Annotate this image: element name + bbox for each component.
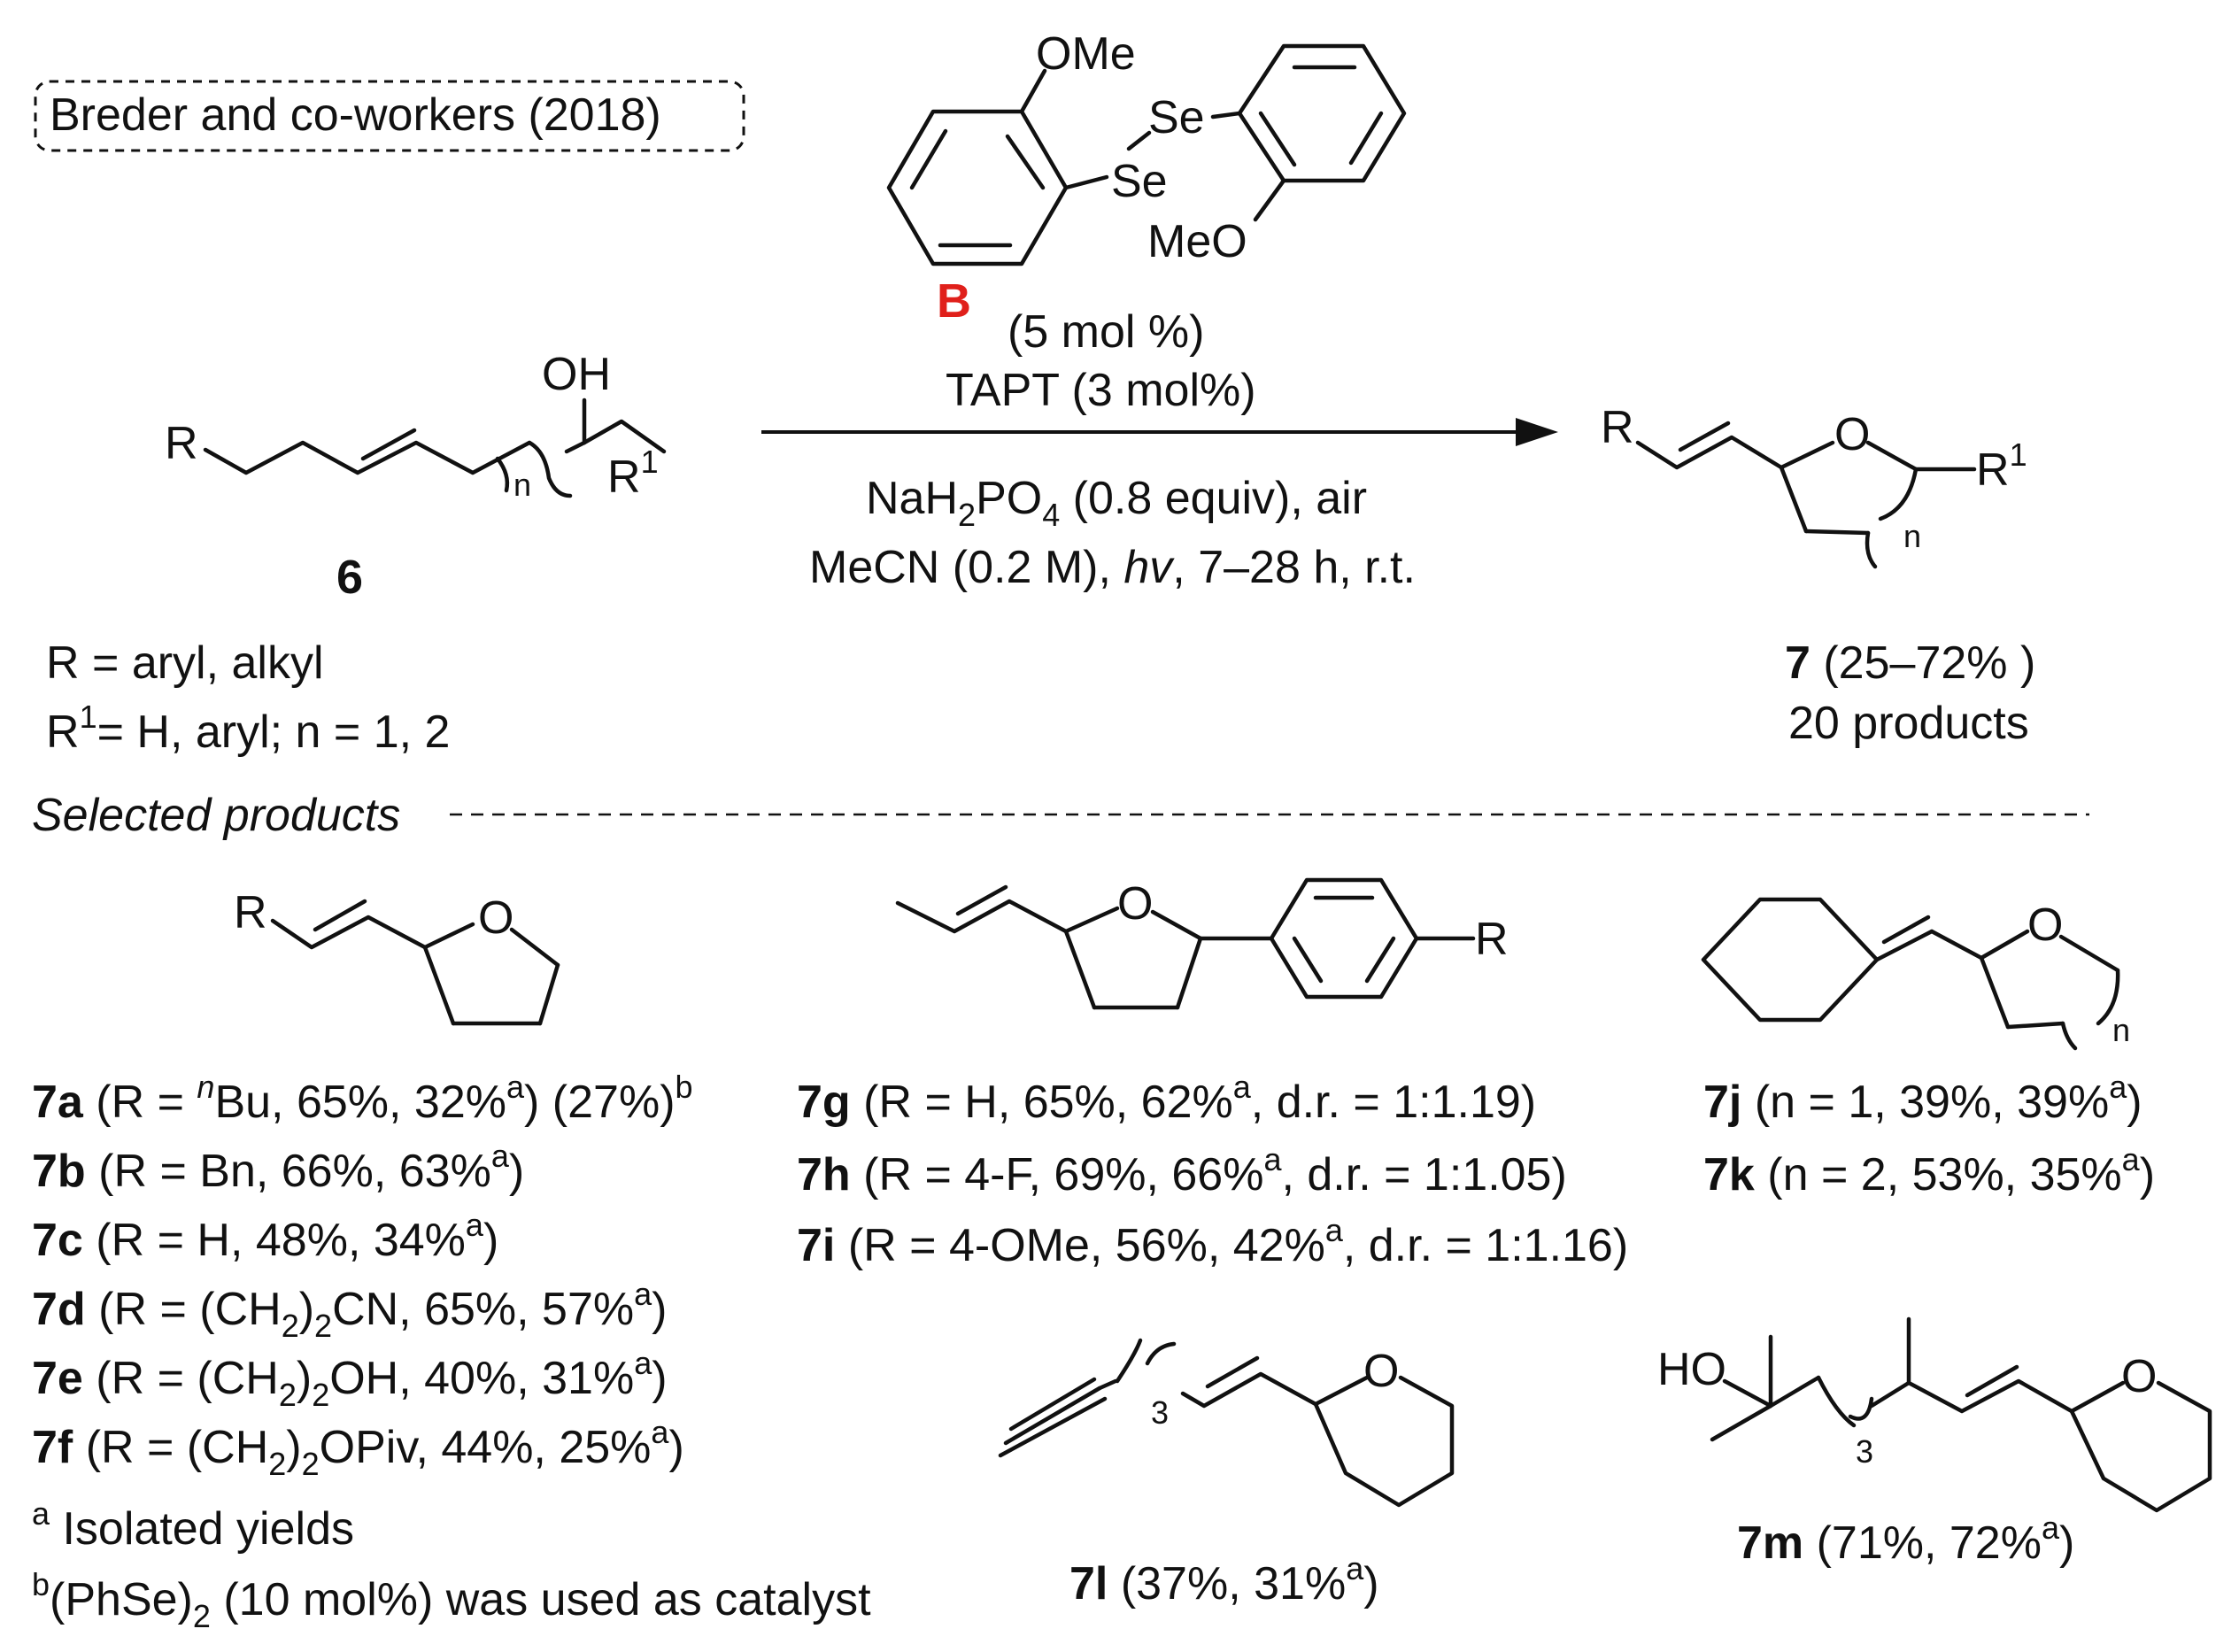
group3-o-label: O bbox=[2027, 899, 2063, 951]
product-n-label: n bbox=[1903, 518, 1921, 554]
row-7i: 7i (R = 4-OMe, 56%, 42%a, d.r. = 1:1.16) bbox=[797, 1212, 1628, 1271]
row-7b: 7b (R = Bn, 66%, 63%a) bbox=[32, 1138, 524, 1197]
group2-o-label: O bbox=[1117, 878, 1153, 930]
catalyst-label: B bbox=[937, 274, 971, 328]
group1-o-label: O bbox=[478, 892, 513, 944]
product-7m-structure: HO 3 O bbox=[1657, 1316, 2212, 1513]
row-7d: 7d (R = (CH2)2CN, 65%, 57%a) bbox=[32, 1276, 667, 1344]
catalyst-B-structure: OMe Se Se MeO bbox=[886, 28, 1407, 267]
product-7l-structure: 3 O bbox=[998, 1338, 1455, 1508]
row-7j: 7j (n = 1, 39%, 39%a) bbox=[1703, 1069, 2142, 1128]
product-r-label: R bbox=[1601, 402, 1634, 453]
catalyst-se-label-1: Se bbox=[1111, 156, 1168, 207]
substrate-r-label: R bbox=[165, 418, 198, 469]
row-7h: 7h (R = 4-F, 69%, 66%a, d.r. = 1:1.05) bbox=[797, 1141, 1567, 1200]
substrate-definition-1: R = aryl, alkyl bbox=[46, 637, 324, 689]
group3-n-label: n bbox=[2112, 1012, 2130, 1048]
product-7m-o-label: O bbox=[2121, 1351, 2157, 1402]
product-count: 20 products bbox=[1788, 698, 2029, 749]
product-7l-sub: 3 bbox=[1151, 1394, 1169, 1431]
row-7l: 7l (37%, 31%a) bbox=[1069, 1550, 1379, 1610]
group1-r-label: R bbox=[234, 887, 267, 938]
condition-solvent: MeCN (0.2 M), hv, 7–28 h, r.t. bbox=[809, 542, 1416, 593]
row-7k: 7k (n = 2, 53%, 35%a) bbox=[1703, 1141, 2155, 1200]
substrate-r1-label: R1 bbox=[607, 444, 659, 503]
reaction-arrowhead bbox=[1516, 418, 1558, 446]
substrate-definition-2: R1= H, aryl; n = 1, 2 bbox=[46, 699, 450, 758]
product-r1-label: R1 bbox=[1976, 436, 2027, 496]
row-7g: 7g (R = H, 65%, 62%a, d.r. = 1:1.19) bbox=[797, 1069, 1536, 1128]
catalyst-meo-label: MeO bbox=[1147, 216, 1247, 267]
citation-box bbox=[34, 80, 745, 152]
footnote-b: b(PhSe)2 (10 mol%) was used as catalyst bbox=[32, 1566, 871, 1634]
group2-r-label: R bbox=[1475, 914, 1509, 965]
catalyst-ome-label: OMe bbox=[1036, 28, 1136, 80]
product-7m-ho-label: HO bbox=[1657, 1344, 1726, 1395]
row-7e: 7e (R = (CH2)2OH, 40%, 31%a) bbox=[32, 1345, 668, 1413]
condition-photocatalyst: TAPT (3 mol%) bbox=[946, 365, 1256, 416]
substrate-number: 6 bbox=[336, 551, 363, 604]
product-7-structure: R O R1 n bbox=[1601, 402, 2027, 569]
citation-text: Breder and co-workers (2018) bbox=[50, 89, 661, 141]
catalyst-loading: (5 mol %) bbox=[1008, 306, 1204, 358]
substrate-n-label: n bbox=[513, 467, 531, 503]
group1-structure: R O bbox=[234, 887, 560, 1026]
footnote-a: a Isolated yields bbox=[32, 1495, 354, 1555]
row-7f: 7f (R = (CH2)2OPiv, 44%, 25%a) bbox=[32, 1414, 684, 1482]
group2-structure: O R bbox=[895, 877, 1509, 1010]
row-7a: 7a (R = nBu, 65%, 32%a) (27%)b bbox=[32, 1069, 693, 1128]
row-7m: 7m (71%, 72%a) bbox=[1737, 1509, 2074, 1569]
product-o-label: O bbox=[1834, 409, 1870, 460]
group3-structure: O n bbox=[1701, 897, 2130, 1051]
product-summary: 7 (25–72% ) bbox=[1785, 637, 2035, 689]
row-7c: 7c (R = H, 48%, 34%a) bbox=[32, 1207, 498, 1266]
condition-reagent: NaH2PO4 (0.8 equiv), air bbox=[866, 473, 1367, 533]
catalyst-se-label-2: Se bbox=[1148, 92, 1205, 143]
selected-products-heading: Selected products bbox=[32, 790, 400, 841]
substrate-oh-label: OH bbox=[542, 349, 611, 400]
product-7l-o-label: O bbox=[1363, 1346, 1399, 1397]
product-7m-sub: 3 bbox=[1856, 1433, 1873, 1470]
substrate-6-structure: R OH n R1 bbox=[165, 349, 667, 503]
